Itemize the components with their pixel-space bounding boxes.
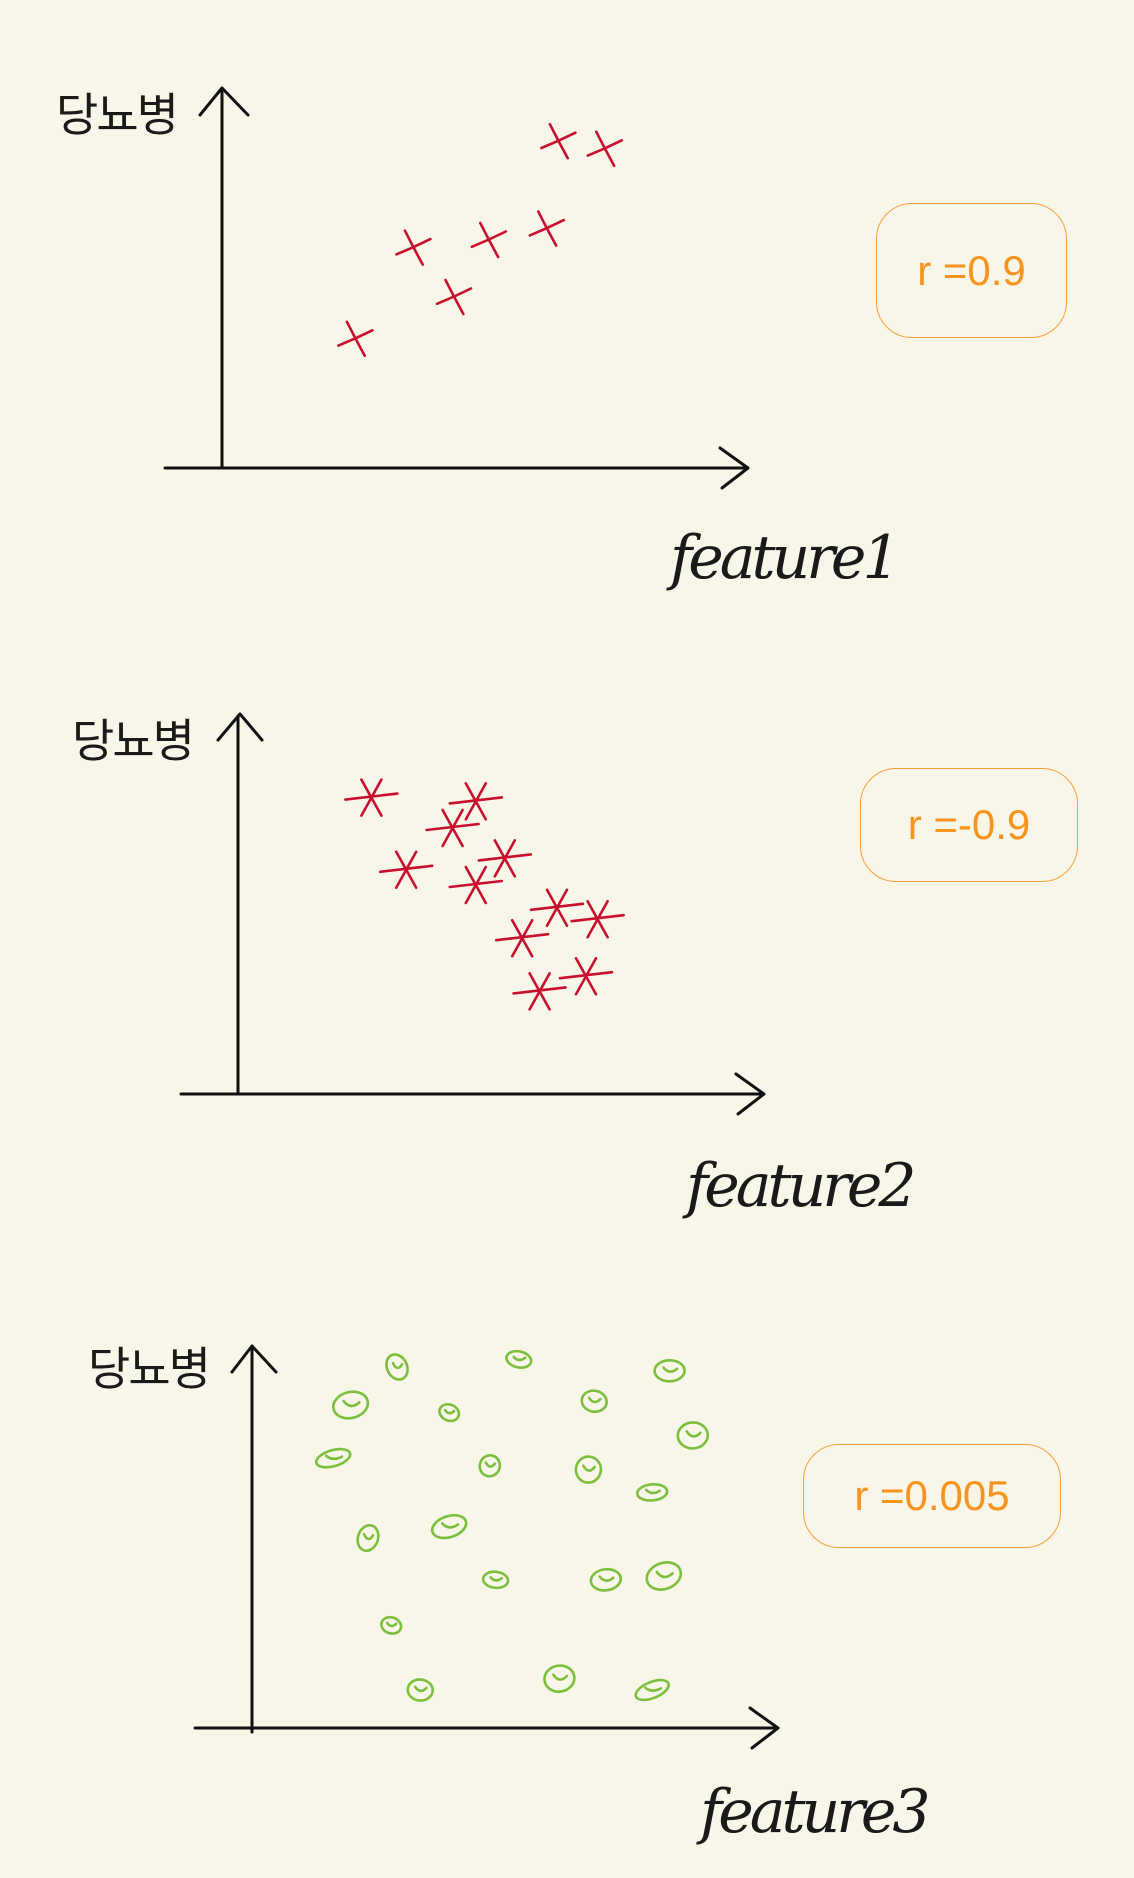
data-point: [448, 865, 504, 905]
data-point: [435, 278, 473, 316]
y-axis-label: 당뇨병: [72, 714, 195, 768]
data-point: [438, 1402, 461, 1423]
data-point: [395, 229, 432, 266]
data-point: [385, 1353, 409, 1381]
correlation-annotation: r =0.9: [876, 203, 1067, 338]
correlation-annotation: r =-0.9: [860, 768, 1078, 882]
data-point: [332, 1390, 370, 1420]
data-point: [543, 1664, 576, 1693]
data-point: [481, 1570, 510, 1590]
data-point: [337, 320, 374, 358]
data-point: [380, 1615, 403, 1635]
data-point: [653, 1358, 686, 1383]
data-point: [477, 839, 533, 878]
data-point: [512, 972, 567, 1011]
data-point: [676, 1421, 710, 1450]
data-point: [634, 1678, 671, 1702]
scatter-plot-3: [193, 1344, 780, 1750]
marks-group: [314, 1349, 710, 1702]
x-axis-arrow: [748, 1706, 780, 1750]
y-axis-arrow: [216, 712, 264, 742]
data-point: [558, 956, 614, 996]
x-axis-label: feature3: [700, 1777, 931, 1847]
data-point: [528, 210, 566, 247]
data-point: [406, 1678, 434, 1702]
marks-group: [344, 778, 625, 1011]
panel-feature2: 당뇨병 feature2 r =-0.9: [0, 628, 1134, 1228]
data-point: [314, 1447, 352, 1469]
data-point: [494, 918, 550, 958]
y-axis-arrow: [198, 86, 250, 117]
scatter-plot-1: [163, 86, 750, 490]
data-point: [589, 1567, 623, 1592]
data-point: [470, 221, 508, 259]
data-point: [586, 130, 624, 168]
data-point: [570, 899, 625, 939]
scatter-plot-2: [179, 712, 766, 1116]
data-point: [580, 1389, 608, 1414]
data-point: [378, 850, 434, 890]
data-point: [344, 778, 399, 817]
panel-feature1: 당뇨병 feature1 r =0.9: [0, 0, 1134, 600]
correlation-annotation: r =0.005: [803, 1444, 1061, 1548]
data-point: [635, 1483, 669, 1502]
y-axis-arrow: [230, 1344, 278, 1374]
y-axis-label: 당뇨병: [88, 1342, 211, 1396]
marks-group: [337, 122, 624, 358]
data-point: [430, 1513, 468, 1540]
y-axis-label: 당뇨병: [56, 88, 179, 142]
data-point: [356, 1523, 380, 1553]
data-point: [574, 1455, 603, 1484]
x-axis-arrow: [734, 1072, 766, 1116]
data-point: [425, 808, 480, 848]
x-axis-arrow: [718, 446, 750, 490]
data-point: [478, 1454, 502, 1478]
panel-feature3: 당뇨병 feature3 r =0.005: [0, 1262, 1134, 1872]
data-point: [540, 122, 577, 160]
x-axis-label: feature2: [686, 1151, 917, 1221]
data-point: [645, 1561, 683, 1591]
x-axis-label: feature1: [670, 523, 901, 593]
data-point: [448, 782, 504, 821]
data-point: [529, 888, 585, 928]
data-point: [505, 1349, 533, 1369]
